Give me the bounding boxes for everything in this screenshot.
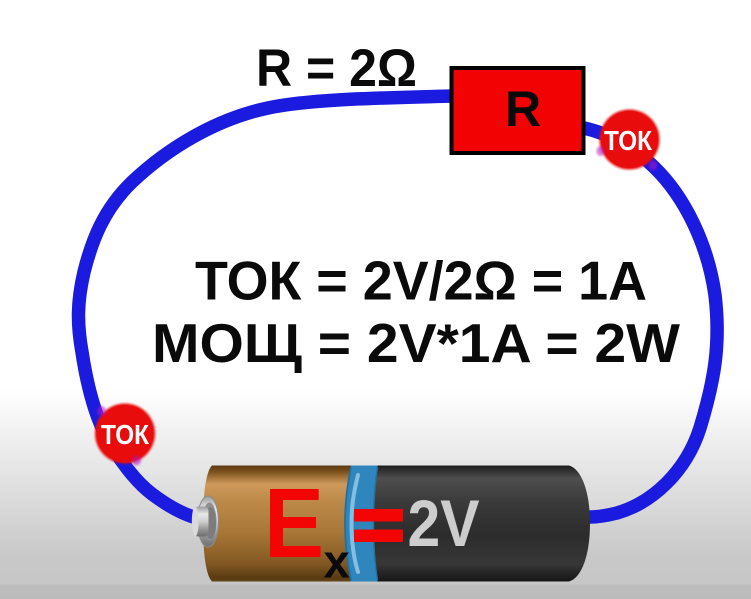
svg-text:МОЩ = 2V*1A = 2W: МОЩ = 2V*1A = 2W [152,313,681,374]
svg-text:ТОК: ТОК [101,419,150,450]
svg-text:ТОК: ТОК [604,125,653,156]
svg-text:ТОК = 2V/2Ω = 1A: ТОК = 2V/2Ω = 1A [195,251,647,312]
svg-text:E: E [264,468,324,578]
svg-text:2V: 2V [408,487,480,560]
svg-text:x: x [324,535,350,588]
svg-text:R = 2Ω: R = 2Ω [256,39,417,98]
svg-text:R: R [505,81,541,137]
